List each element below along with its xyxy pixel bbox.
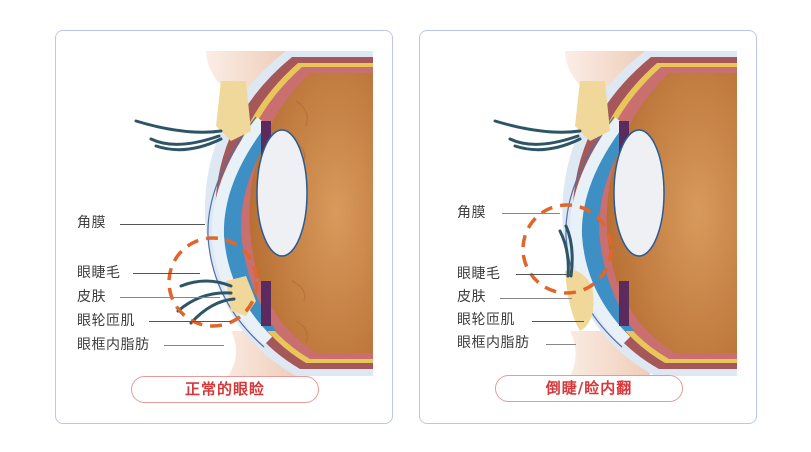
leader-line [500, 298, 572, 299]
label-orbital-fat: 眼框内脂肪 [457, 335, 530, 351]
caption-normal-eyelid: 正常的眼睑 [131, 376, 319, 403]
leader-line [149, 321, 231, 322]
panel-trichiasis-entropion: 角膜 眼睫毛 皮肤 眼轮匝肌 眼框内脂肪 倒睫/睑内翻 [419, 30, 757, 424]
label-cornea: 角膜 [457, 205, 486, 221]
label-skin: 皮肤 [77, 289, 106, 305]
highlight-circle [167, 236, 259, 328]
label-eyelash: 眼睫毛 [457, 266, 501, 282]
leader-line [120, 297, 220, 298]
leader-line [164, 345, 224, 346]
panel-normal-eyelid: 角膜 眼睫毛 皮肤 眼轮匝肌 眼框内脂肪 正常的眼睑 [55, 30, 393, 424]
leader-line [133, 273, 200, 274]
eye-illustration-entropion [493, 51, 737, 391]
label-orbicularis-muscle: 眼轮匝肌 [457, 312, 515, 328]
leader-line [502, 213, 560, 214]
leader-line [546, 344, 576, 345]
label-orbital-fat: 眼框内脂肪 [77, 337, 150, 353]
eye-illustration-normal [134, 51, 373, 391]
leader-line [532, 321, 584, 322]
label-orbicularis-muscle: 眼轮匝肌 [77, 313, 135, 329]
caption-trichiasis-entropion: 倒睫/睑内翻 [495, 375, 683, 402]
leader-line [120, 224, 205, 225]
label-skin: 皮肤 [457, 289, 486, 305]
label-eyelash: 眼睫毛 [77, 265, 121, 281]
label-cornea: 角膜 [77, 215, 106, 231]
highlight-circle [521, 203, 613, 295]
leader-line [516, 274, 568, 275]
